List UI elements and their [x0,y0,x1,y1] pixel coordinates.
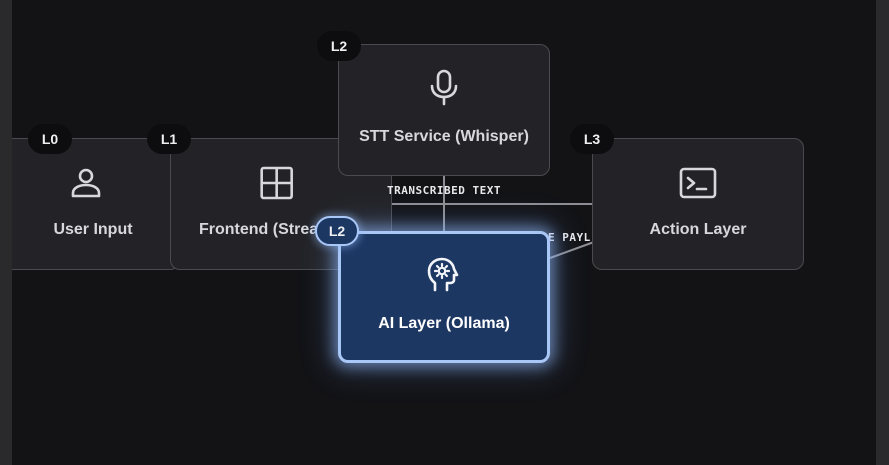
edge-label-transcribed-text: TRANSCRIBED TEXT [387,184,501,197]
node-badge-ai-layer: L2 [315,216,359,246]
node-title: Frontend (Strea [199,221,319,238]
grid-icon [260,166,293,200]
edge-ai-to-action [549,241,595,259]
microphone-icon [430,69,458,106]
edge-label-payload: E PAYL [548,231,591,244]
person-icon [71,168,101,198]
node-user-input[interactable]: User Input [12,138,180,270]
node-title: STT Service (Whisper) [359,128,529,145]
node-action-layer[interactable]: Action Layer [592,138,804,270]
node-title: User Input [53,221,133,238]
node-badge-frontend: L1 [147,124,191,154]
node-stt-service[interactable]: STT Service (Whisper) [338,44,550,176]
diagram-canvas: User Input Frontend (Strea STT Service (… [12,0,876,465]
node-badge-stt-service: L2 [317,31,361,61]
node-badge-action-layer: L3 [570,124,614,154]
node-title: AI Layer (Ollama) [378,315,510,332]
terminal-icon [679,167,717,199]
node-badge-user-input: L0 [28,124,72,154]
brain-gear-icon [427,257,459,292]
node-title: Action Layer [649,221,747,238]
node-ai-layer[interactable]: AI Layer (Ollama) [338,231,550,363]
